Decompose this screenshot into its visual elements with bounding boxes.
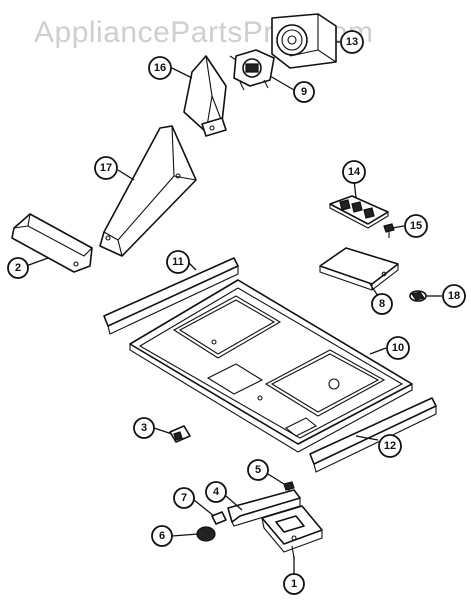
part-8-cover-plate[interactable]	[319, 247, 399, 291]
part-11-front-rail[interactable]	[103, 257, 239, 335]
callout-label: 4	[213, 486, 220, 498]
callout-label: 15	[410, 220, 422, 232]
callout-label: 18	[448, 290, 460, 302]
callout-4[interactable]: 4	[205, 481, 227, 503]
callout-17[interactable]: 17	[94, 156, 118, 180]
callout-6[interactable]: 6	[151, 525, 173, 547]
callout-16[interactable]: 16	[148, 56, 172, 80]
part-3-bracket[interactable]	[169, 425, 191, 443]
callout-label: 17	[100, 162, 112, 174]
part-12-rear-rail[interactable]	[309, 397, 437, 473]
callout-12[interactable]: 12	[378, 434, 402, 458]
callout-label: 13	[346, 36, 358, 48]
part-2-support-bracket[interactable]	[11, 213, 93, 273]
callout-label: 5	[255, 464, 261, 476]
callout-label: 1	[291, 578, 297, 590]
callout-label: 9	[301, 86, 307, 98]
callout-label: 11	[172, 256, 184, 268]
callout-label: 14	[348, 166, 361, 178]
leader-lines	[25, 41, 442, 576]
part-14-control-board[interactable]	[329, 195, 389, 229]
callout-3[interactable]: 3	[133, 417, 155, 439]
callout-label: 7	[181, 492, 187, 504]
part-13-blower-housing[interactable]	[271, 13, 337, 69]
part-1-base-assembly[interactable]	[261, 505, 323, 559]
callout-label: 8	[379, 298, 385, 310]
part-5-screw[interactable]	[283, 481, 295, 496]
part-17-channel[interactable]	[99, 125, 197, 257]
callout-15[interactable]: 15	[404, 214, 428, 238]
part-18-clip[interactable]	[409, 290, 427, 302]
callout-5[interactable]: 5	[247, 459, 269, 481]
part-6-cap[interactable]	[196, 526, 216, 542]
callout-label: 3	[141, 422, 147, 434]
part-16-bracket[interactable]	[183, 55, 227, 137]
callout-9[interactable]: 9	[293, 81, 315, 103]
part-7-insulator[interactable]	[211, 511, 227, 525]
callout-10[interactable]: 10	[386, 336, 410, 360]
callout-label: 16	[154, 62, 166, 74]
callout-8[interactable]: 8	[371, 293, 393, 315]
callout-label: 10	[392, 342, 404, 354]
part-15-screw[interactable]	[383, 223, 395, 238]
callout-11[interactable]: 11	[166, 250, 190, 274]
callout-label: 6	[159, 530, 165, 542]
callout-13[interactable]: 13	[340, 30, 364, 54]
part-10-bottom-pan[interactable]	[129, 279, 413, 453]
callout-14[interactable]: 14	[342, 160, 366, 184]
part-9-motor-assembly[interactable]	[229, 49, 275, 91]
callout-label: 2	[15, 262, 21, 274]
callout-18[interactable]: 18	[442, 284, 466, 308]
callout-2[interactable]: 2	[7, 257, 29, 279]
callout-label: 12	[384, 440, 396, 452]
callout-1[interactable]: 1	[283, 573, 305, 595]
callout-7[interactable]: 7	[173, 487, 195, 509]
